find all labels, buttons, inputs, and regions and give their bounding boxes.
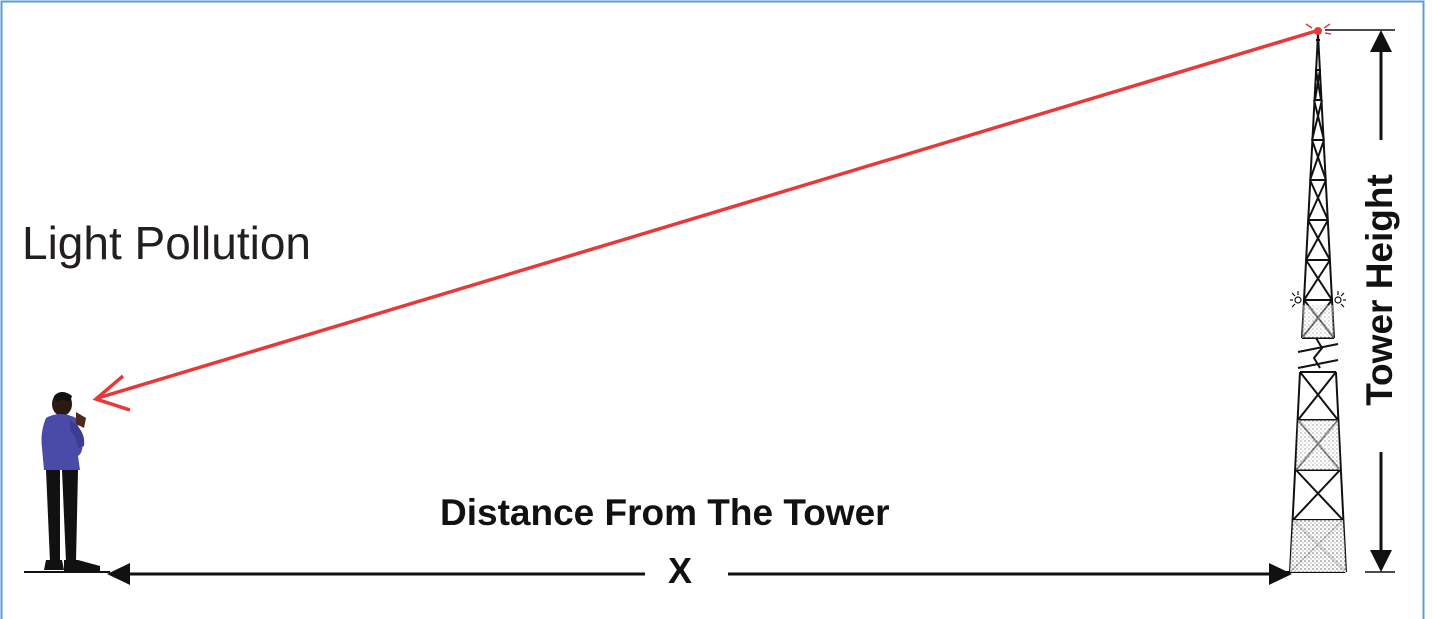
light-sightline	[92, 29, 1317, 412]
height-arrow	[1325, 29, 1395, 573]
tower-stipple-upper	[1302, 305, 1334, 338]
side-beacon-right-icon	[1334, 291, 1346, 308]
title-label: Light Pollution	[22, 217, 311, 269]
tower-stipple-lower	[1290, 520, 1346, 572]
x-label: X	[668, 550, 693, 591]
height-arrowhead-bottom	[1370, 550, 1392, 572]
distance-arrow	[107, 563, 1292, 585]
distance-arrowhead-right	[1269, 563, 1292, 585]
tower-stipple-mid	[1296, 420, 1340, 470]
distance-arrowhead-left	[107, 563, 130, 585]
beacon-light-icon	[1304, 23, 1332, 35]
person-icon	[41, 392, 100, 572]
sightline-arrowhead	[92, 374, 131, 412]
tower-height-label: Tower Height	[1359, 174, 1400, 406]
side-beacon-left-icon	[1290, 291, 1302, 308]
distance-label: Distance From The Tower	[440, 492, 890, 533]
lattice-tower-icon	[1289, 33, 1347, 573]
height-arrowhead-top	[1370, 30, 1392, 52]
